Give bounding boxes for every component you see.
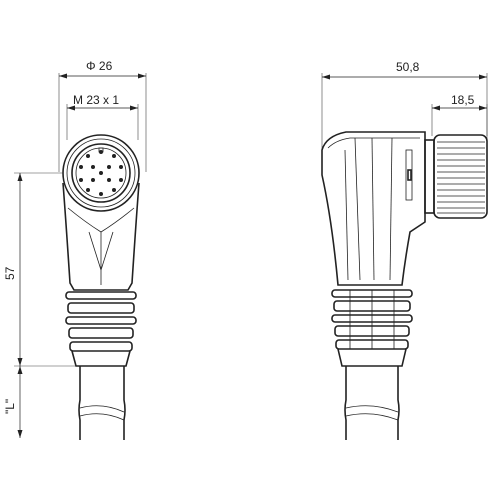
side-cable	[344, 366, 400, 440]
front-strain-relief	[65, 291, 137, 367]
height-label: 57	[3, 266, 17, 280]
height-dimension: 57	[3, 172, 76, 367]
connector-face	[62, 134, 140, 212]
thread-label: M 23 x 1	[73, 93, 119, 107]
front-cable	[78, 366, 126, 440]
diameter-label: Φ 26	[86, 59, 113, 73]
side-body	[321, 131, 426, 286]
front-view: Φ 26 M 23 x 1	[3, 59, 147, 440]
total-width-label: 50,8	[396, 60, 420, 74]
cable-length-label: "L"	[3, 399, 17, 414]
diameter-dimension: Φ 26	[58, 59, 147, 172]
side-strain-relief	[331, 289, 413, 367]
thread-dimension: M 23 x 1	[66, 93, 139, 140]
coupling-nut	[424, 134, 488, 219]
front-body	[62, 182, 140, 291]
cable-length-dimension: "L"	[3, 366, 23, 438]
nut-width-dimension: 18,5	[431, 93, 488, 136]
contact-pins	[79, 147, 123, 196]
nut-width-label: 18,5	[451, 93, 475, 107]
side-view: 50,8 18,5	[321, 60, 488, 440]
